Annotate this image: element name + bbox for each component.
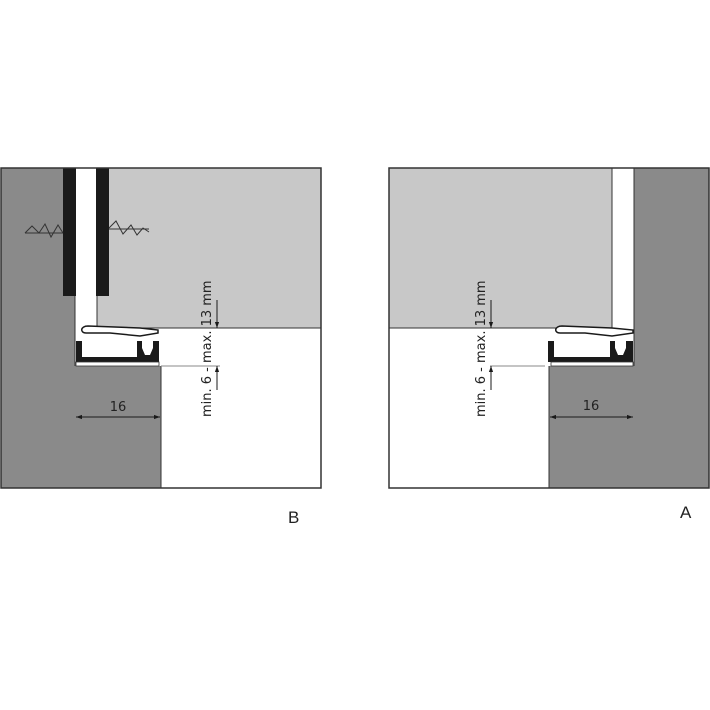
panel-a-wall — [634, 168, 709, 488]
panel-a-door-leaf — [389, 168, 612, 328]
panel-a-width-dimension: 16 — [583, 399, 600, 414]
panel-a: 16 min. 6 - max. 13 mm — [388, 167, 710, 489]
panel-b-gap-dimension: min. 6 - max. 13 mm — [200, 280, 215, 417]
panel-b-width-dimension: 16 — [110, 400, 127, 415]
panel-a-lower-block — [549, 366, 634, 488]
panel-b-door-leaf — [97, 168, 321, 328]
panel-b-lower-block — [75, 366, 161, 488]
panel-b-glass-right — [96, 168, 109, 296]
panel-b-wall — [1, 168, 75, 488]
panel-b-glass-left — [63, 168, 76, 296]
panel-a-threshold-profile — [548, 325, 634, 367]
break-line-icon — [108, 220, 150, 236]
break-line-icon — [24, 222, 64, 239]
panel-b-threshold-profile — [75, 325, 160, 367]
panel-a-gap-dimension: min. 6 - max. 13 mm — [474, 280, 489, 417]
panel-b: 16 min. 6 - max. 13 mm — [0, 167, 322, 489]
panel-b-label: B — [288, 508, 299, 527]
panel-a-label: A — [680, 503, 692, 522]
